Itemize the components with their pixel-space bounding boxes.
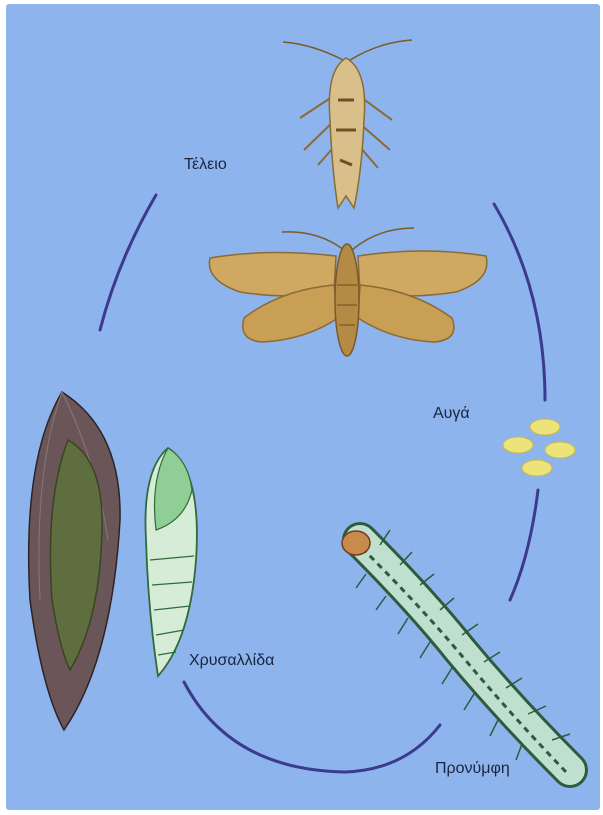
- pupa: [145, 448, 196, 676]
- cycle-arc-right-upper: [494, 204, 545, 400]
- egg: [530, 419, 560, 435]
- egg: [545, 442, 575, 458]
- stage-label-pupa: Χρυσαλλίδα: [189, 652, 274, 670]
- adult-moth-spread: [209, 228, 486, 356]
- adult-moth-resting: [283, 40, 412, 208]
- egg-cluster: [503, 419, 575, 476]
- stage-label-adult: Τέλειο: [184, 156, 227, 174]
- larva: [342, 530, 570, 772]
- cycle-arc-left: [100, 195, 156, 330]
- egg: [522, 460, 552, 476]
- egg: [503, 437, 533, 453]
- stage-label-eggs: Αυγά: [433, 405, 470, 423]
- cocoon: [29, 392, 120, 730]
- cycle-arc-right-lower: [510, 490, 538, 600]
- stage-label-larva: Προνύμφη: [435, 760, 510, 778]
- larva-head: [342, 531, 370, 555]
- cycle-arc-bottom: [184, 682, 440, 772]
